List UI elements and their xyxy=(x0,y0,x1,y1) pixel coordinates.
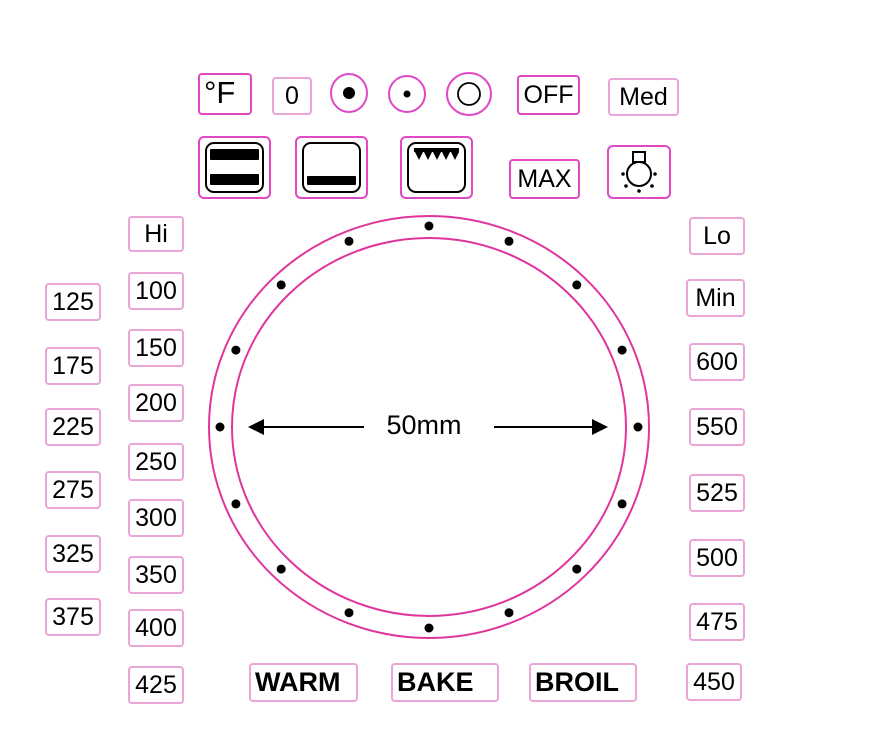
dial-tick-dot xyxy=(572,280,582,290)
bake-mode-button[interactable]: BAKE xyxy=(391,663,499,702)
dual-heat-element-icon xyxy=(205,142,264,193)
med-label[interactable]: Med xyxy=(608,78,679,116)
dial-tick-dot xyxy=(231,499,241,509)
temp-label-400[interactable]: 400 xyxy=(128,609,184,647)
temp-label-500[interactable]: 500 xyxy=(689,539,745,577)
temp-label-475[interactable]: 475 xyxy=(689,603,745,641)
small-dot-radio-icon[interactable] xyxy=(387,74,427,114)
dial-tick-dot xyxy=(572,564,582,574)
min-label[interactable]: Min xyxy=(686,279,745,317)
dial-tick-dot xyxy=(276,564,286,574)
dial-dimension-label: 50mm xyxy=(386,410,461,440)
bottom-heat-element-button[interactable] xyxy=(295,136,368,199)
dial-tick-dot xyxy=(231,345,241,355)
dial-tick-dot xyxy=(344,608,354,618)
temp-label-275[interactable]: 275 xyxy=(45,471,101,509)
dial-tick-dot xyxy=(424,221,434,231)
unit-fahrenheit-label[interactable]: °F xyxy=(198,73,252,115)
dial-ticks xyxy=(215,221,643,633)
large-dot-radio-icon[interactable] xyxy=(329,72,369,114)
off-label[interactable]: OFF xyxy=(517,75,580,115)
lo-label[interactable]: Lo xyxy=(689,217,745,255)
dial-tick-dot xyxy=(504,236,514,246)
bottom-heat-element-icon xyxy=(302,142,361,193)
zero-label[interactable]: 0 xyxy=(272,77,312,115)
max-label[interactable]: MAX xyxy=(509,159,580,199)
empty-radio-icon[interactable] xyxy=(445,71,493,117)
dial-tick-dot xyxy=(617,499,627,509)
temp-label-425[interactable]: 425 xyxy=(128,666,184,704)
temp-label-325[interactable]: 325 xyxy=(45,535,101,573)
dimension-arrow-right xyxy=(494,419,608,435)
oven-light-icon xyxy=(621,151,657,193)
temp-label-375[interactable]: 375 xyxy=(45,598,101,636)
dial-tick-dot xyxy=(617,345,627,355)
warm-mode-button[interactable]: WARM xyxy=(249,663,358,702)
temp-label-350[interactable]: 350 xyxy=(128,556,184,594)
temp-label-100[interactable]: 100 xyxy=(128,272,184,310)
dial-tick-dot xyxy=(504,608,514,618)
temp-label-225[interactable]: 225 xyxy=(45,408,101,446)
top-broil-element-button[interactable] xyxy=(400,136,473,199)
dual-heat-element-button[interactable] xyxy=(198,136,271,199)
hi-label[interactable]: Hi xyxy=(128,216,184,252)
temp-label-125[interactable]: 125 xyxy=(45,283,101,321)
temp-label-250[interactable]: 250 xyxy=(128,443,184,481)
temp-label-175[interactable]: 175 xyxy=(45,347,101,385)
dial-outer-ring xyxy=(208,215,650,639)
temp-label-550[interactable]: 550 xyxy=(689,408,745,446)
temp-label-450[interactable]: 450 xyxy=(686,663,742,701)
dial-tick-dot xyxy=(344,236,354,246)
temp-label-200[interactable]: 200 xyxy=(128,384,184,422)
dial-inner-ring xyxy=(231,237,627,617)
top-broil-element-icon xyxy=(407,142,466,193)
temp-label-525[interactable]: 525 xyxy=(689,474,745,512)
temp-label-300[interactable]: 300 xyxy=(128,499,184,537)
dial-tick-dot xyxy=(215,422,225,432)
temp-label-150[interactable]: 150 xyxy=(128,329,184,367)
broil-mode-button[interactable]: BROIL xyxy=(529,663,637,702)
dial-tick-dot xyxy=(424,623,434,633)
dial-tick-dot xyxy=(633,422,643,432)
temp-label-600[interactable]: 600 xyxy=(689,343,745,381)
dial-tick-dot xyxy=(276,280,286,290)
dimension-arrow-left xyxy=(248,419,364,435)
oven-light-button[interactable] xyxy=(607,145,671,199)
